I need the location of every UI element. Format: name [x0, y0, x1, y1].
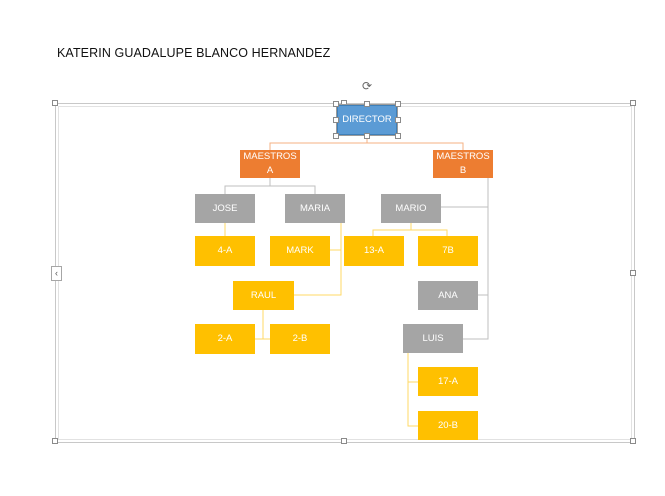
node-20b[interactable]: 20-B — [418, 411, 478, 440]
connector-mario-7b — [411, 229, 448, 236]
director-handle-bl[interactable] — [333, 133, 339, 139]
connector-raul-2a — [254, 310, 264, 340]
node-raul[interactable]: RAUL — [233, 281, 294, 310]
connector-maestros-a-jose — [224, 178, 271, 194]
frame-resize-handle-b[interactable] — [341, 438, 347, 444]
connector-maestros-b-ana — [478, 207, 489, 296]
chevron-left-icon: ‹ — [55, 268, 58, 278]
node-ana[interactable]: ANA — [418, 281, 478, 310]
connector-maestros-b-mario — [441, 178, 489, 208]
node-7b[interactable]: 7B — [418, 236, 478, 266]
node-maestros-a[interactable]: MAESTROS A — [240, 150, 300, 178]
connector-maria-mark — [330, 223, 342, 251]
node-jose[interactable]: JOSE — [195, 194, 255, 223]
node-4a[interactable]: 4-A — [195, 236, 255, 266]
node-2a[interactable]: 2-A — [195, 324, 255, 354]
director-handle-t[interactable] — [364, 101, 370, 107]
connector-mario-13a — [372, 223, 412, 236]
node-13a[interactable]: 13-A — [344, 236, 404, 266]
connector-maestros-b-luis — [463, 295, 489, 340]
document-title: KATERIN GUADALUPE BLANCO HERNANDEZ — [57, 46, 331, 60]
frame-resize-handle-bl[interactable] — [52, 438, 58, 444]
director-selection-box — [336, 104, 398, 136]
node-maestros-b[interactable]: MAESTROS B — [433, 150, 493, 178]
connector-luis-20b — [407, 382, 418, 427]
connector-director-maestros-b — [367, 142, 464, 150]
node-luis[interactable]: LUIS — [403, 324, 463, 353]
node-mark[interactable]: MARK — [270, 236, 330, 266]
text-pane-toggle[interactable]: ‹ — [51, 266, 62, 281]
node-2b[interactable]: 2-B — [270, 324, 330, 354]
rotate-handle-icon[interactable]: ⟳ — [361, 79, 373, 93]
director-handle-l[interactable] — [333, 117, 339, 123]
connector-director-maestros-a — [269, 136, 368, 150]
director-handle-br[interactable] — [395, 133, 401, 139]
node-17a[interactable]: 17-A — [418, 367, 478, 396]
frame-resize-handle-r[interactable] — [630, 270, 636, 276]
connector-maestros-a-maria — [270, 185, 316, 194]
connector-maria-raul — [294, 250, 342, 296]
frame-resize-handle-tl[interactable] — [52, 100, 58, 106]
director-handle-r[interactable] — [395, 117, 401, 123]
director-handle-tr[interactable] — [395, 101, 401, 107]
director-handle-tl[interactable] — [333, 101, 339, 107]
frame-resize-handle-br[interactable] — [630, 438, 636, 444]
connector-luis-17a — [407, 353, 418, 383]
node-maria[interactable]: MARIA — [285, 194, 345, 223]
frame-resize-handle-tr[interactable] — [630, 100, 636, 106]
director-handle-b[interactable] — [364, 133, 370, 139]
node-mario[interactable]: MARIO — [381, 194, 441, 223]
